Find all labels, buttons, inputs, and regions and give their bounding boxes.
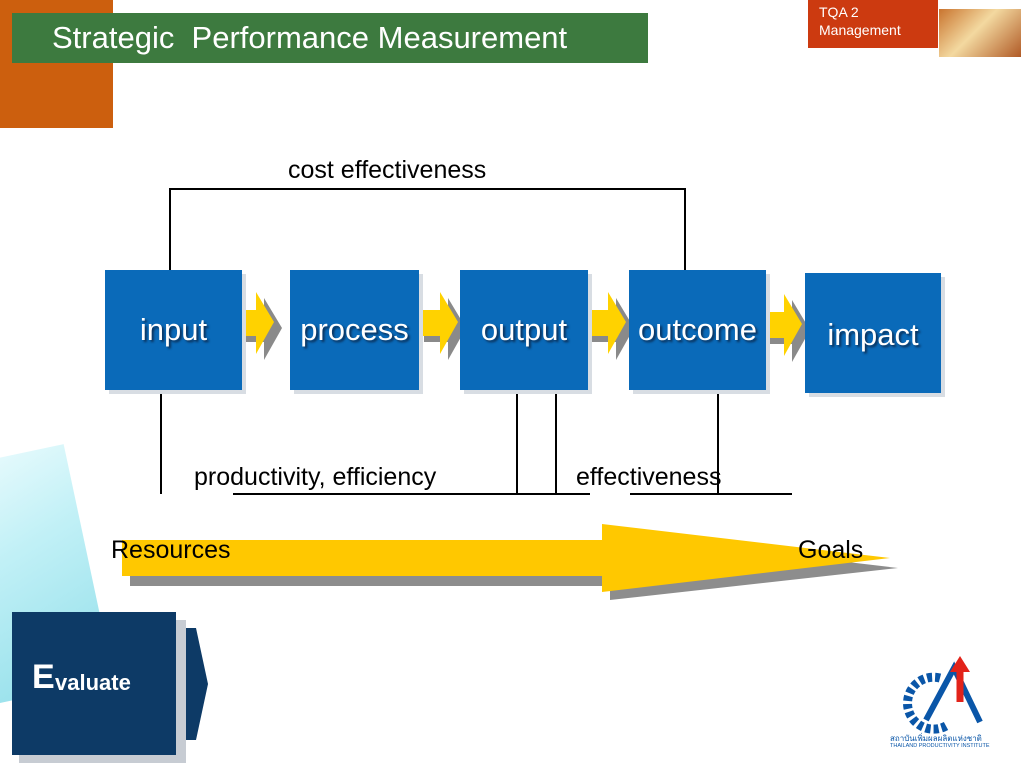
flow-arrow xyxy=(232,292,282,360)
productivity-efficiency-label: productivity, efficiency xyxy=(194,463,437,491)
cost-effectiveness-label: cost effectiveness xyxy=(288,156,487,184)
tqa-badge-line2: Management xyxy=(819,22,901,38)
flow-arrow xyxy=(760,294,810,362)
tpi-logo-english: THAILAND PRODUCTIVITY INSTITUTE xyxy=(890,743,990,749)
resources-goals-arrow xyxy=(122,524,898,600)
gears-image xyxy=(939,9,1021,57)
box-output: output xyxy=(460,270,588,390)
resources-label: Resources xyxy=(111,536,231,564)
box-process: process xyxy=(290,270,419,390)
productivity-bracket xyxy=(160,390,792,495)
tpi-logo-thai: สถาบันเพิ่มผลผลิตแห่งชาติ xyxy=(890,734,982,743)
box-input: input xyxy=(105,270,242,390)
goals-label: Goals xyxy=(798,536,864,564)
evaluate-initial: E xyxy=(32,658,55,696)
flow-arrow xyxy=(416,292,466,360)
tpi-logo-mark xyxy=(903,656,983,734)
page-title: Strategic Performance Measurement xyxy=(12,13,648,63)
effectiveness-label: effectiveness xyxy=(576,463,722,491)
box-impact: impact xyxy=(805,273,941,393)
flow-arrow xyxy=(584,292,634,360)
evaluate-box: E valuate xyxy=(12,612,176,755)
tqa-badge: TQA 2 Management xyxy=(808,0,938,48)
evaluate-text: valuate xyxy=(55,670,131,695)
box-outcome: outcome xyxy=(629,270,766,390)
cost-effectiveness-bracket xyxy=(169,188,686,270)
tpi-logo: สถาบันเพิ่มผลผลิตแห่งชาติ THAILAND PRODU… xyxy=(888,650,994,754)
tqa-badge-line1: TQA 2 xyxy=(819,4,859,20)
